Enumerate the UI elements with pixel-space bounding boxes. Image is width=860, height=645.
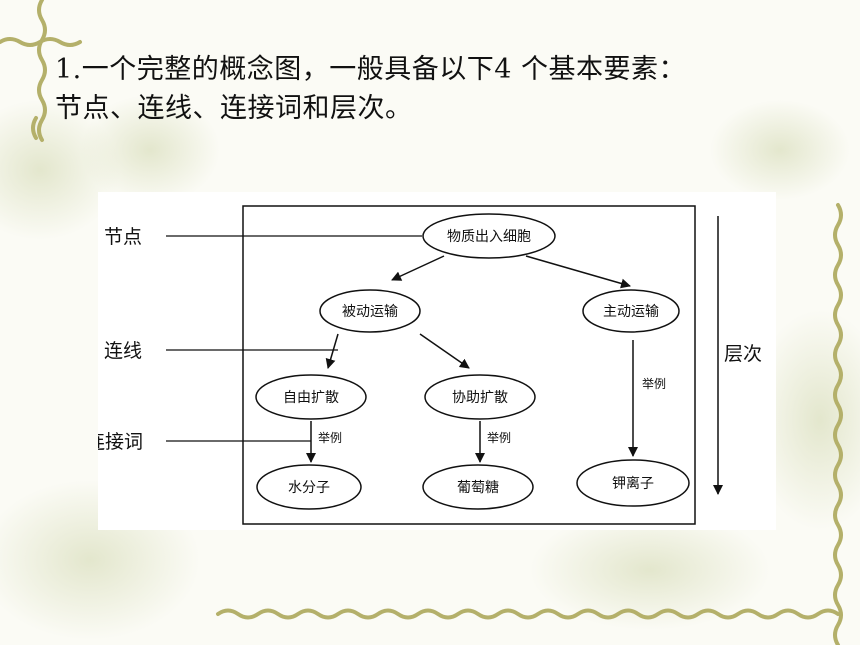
node-glucose: 葡萄糖 <box>422 464 534 510</box>
callout-level-label: 层次 <box>724 343 762 365</box>
node-potassium: 钾离子 <box>576 459 690 507</box>
node-root-label: 物质出入细胞 <box>447 229 531 245</box>
node-free-diffusion-label: 自由扩散 <box>283 390 339 406</box>
vine-right <box>833 203 843 645</box>
callout-link-word-label: 连接词 <box>98 431 143 453</box>
node-glucose-label: 葡萄糖 <box>457 480 499 496</box>
vine-bottom <box>216 608 840 620</box>
link-word-example-1: 举例 <box>318 431 342 445</box>
edge-passive-facilitated <box>419 333 470 369</box>
node-facilitated-diffusion: 协助扩散 <box>424 374 536 420</box>
node-root: 物质出入细胞 <box>422 213 556 259</box>
callout-node-label: 节点 <box>104 226 142 248</box>
node-potassium-label: 钾离子 <box>612 475 654 492</box>
edge-root-active <box>525 255 631 289</box>
node-passive-label: 被动运输 <box>342 304 398 320</box>
node-passive: 被动运输 <box>319 289 421 333</box>
title-line-1: 1.一个完整的概念图，一般具备以下4 个基本要素： <box>55 54 687 85</box>
node-free-diffusion: 自由扩散 <box>255 374 367 420</box>
node-water: 水分子 <box>256 464 362 510</box>
node-facilitated-diffusion-label: 协助扩散 <box>452 390 508 406</box>
vine-top-left <box>0 0 82 142</box>
concept-map-panel: 物质出入细胞 被动运输 主动运输 自由扩散 协助扩散 水分子 葡萄糖 钾离子 <box>98 192 776 530</box>
link-word-example-2: 举例 <box>487 431 511 445</box>
callout-line-label: 连线 <box>104 340 142 362</box>
link-word-example-3: 举例 <box>642 377 666 391</box>
diagram-frame <box>242 205 696 525</box>
node-active-label: 主动运输 <box>603 304 659 320</box>
node-water-label: 水分子 <box>288 480 330 496</box>
edge-root-passive <box>391 255 445 281</box>
node-active: 主动运输 <box>582 289 680 333</box>
edge-passive-free <box>325 333 339 369</box>
concept-map-diagram: 物质出入细胞 被动运输 主动运输 自由扩散 协助扩散 水分子 葡萄糖 钾离子 <box>98 205 762 525</box>
slide-title: 1.一个完整的概念图，一般具备以下4 个基本要素： 节点、连线、连接词和层次。 <box>55 50 845 128</box>
title-line-2: 节点、连线、连接词和层次。 <box>55 93 413 124</box>
